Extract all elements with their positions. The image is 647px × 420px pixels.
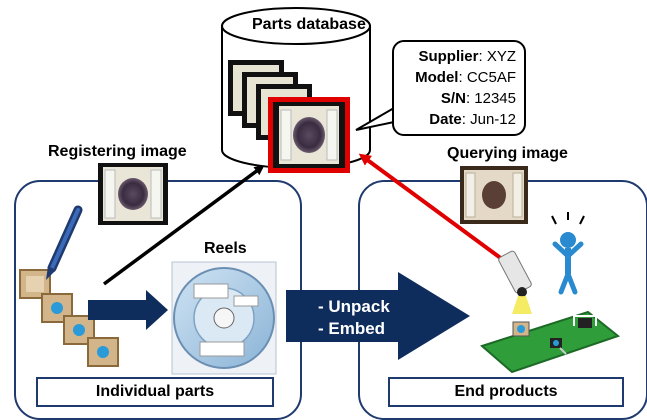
circuit-board-icon: [480, 310, 621, 374]
reels-label: Reels: [204, 240, 247, 257]
camera-icon: [498, 250, 532, 314]
registering-image: [98, 163, 168, 225]
diagram: Parts database Supplier: XYZ Model: CC5A…: [14, 7, 647, 420]
pen-icon: [46, 205, 83, 280]
registering-image-label: Registering image: [48, 143, 187, 160]
unpack-embed-arrow: [286, 272, 470, 360]
to-reel-arrow: [88, 290, 168, 330]
individual-parts-title: Individual parts: [36, 377, 274, 407]
callout-pointer: [355, 107, 395, 131]
embed-step: - Embed: [318, 319, 386, 338]
querying-image: [460, 166, 528, 224]
part-record-callout: Supplier: XYZ Model: CC5AF S/N: 12345 Da…: [392, 40, 526, 136]
unpack-step: - Unpack: [318, 297, 390, 316]
record-date: Date: Jun-12: [429, 111, 516, 128]
individual-part-chips: [19, 269, 119, 367]
reel-icon: [171, 261, 277, 375]
query-arrow: [358, 153, 508, 264]
record-model: Model: CC5AF: [415, 69, 516, 86]
register-arrow: [102, 165, 265, 286]
end-products-title: End products: [388, 377, 624, 407]
matched-part-image: [268, 97, 350, 173]
record-serial-number: S/N: 12345: [440, 90, 516, 107]
record-supplier: Supplier: XYZ: [418, 48, 516, 65]
querying-image-label: Querying image: [447, 145, 568, 162]
diagram-graphics: [19, 7, 621, 375]
database-label: Parts database: [252, 16, 366, 33]
person-icon: [551, 212, 585, 295]
